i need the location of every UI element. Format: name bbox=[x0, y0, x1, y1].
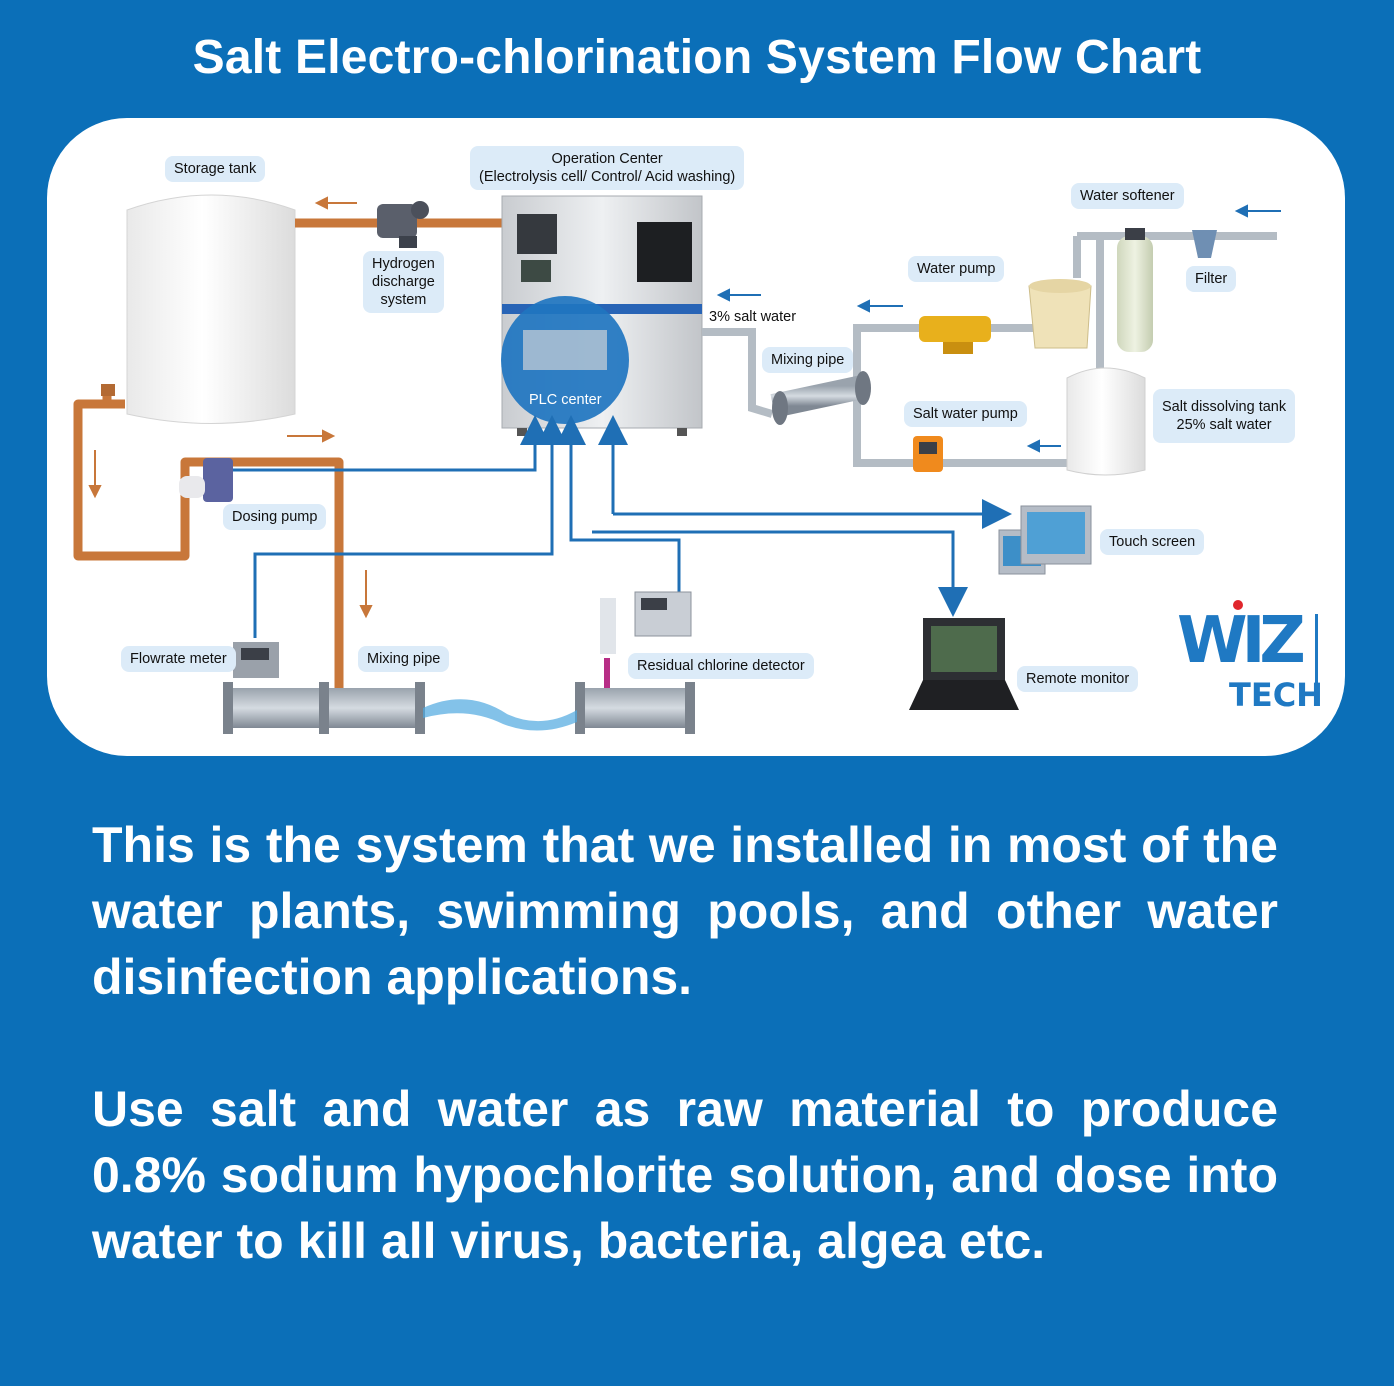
label-plc-center: PLC center bbox=[529, 392, 602, 408]
flowrate-meter-unit bbox=[233, 642, 279, 678]
label-storage-tank: Storage tank bbox=[165, 156, 266, 182]
logo-letters: WIZ bbox=[1177, 604, 1306, 678]
water-pump-unit bbox=[919, 316, 991, 354]
label-touch-screen: Touch screen bbox=[1100, 529, 1205, 555]
logo-red-dot bbox=[1233, 600, 1243, 610]
label-salt-tank-line1: Salt dissolving tank bbox=[1162, 399, 1287, 415]
label-hydrogen-line1: Hydrogen bbox=[372, 256, 435, 272]
label-hydrogen-line3: system bbox=[380, 292, 427, 308]
label-flowrate-meter: Flowrate meter bbox=[121, 646, 236, 672]
label-hydrogen-discharge: Hydrogen discharge system bbox=[363, 251, 444, 313]
dosing-pump-unit bbox=[179, 458, 233, 502]
hydrogen-discharge-unit bbox=[377, 201, 429, 248]
flow-chart-panel: Storage tank Operation Center (Electroly… bbox=[47, 118, 1345, 756]
water-splash bbox=[423, 699, 577, 731]
plc-center bbox=[501, 296, 629, 424]
brine-tank bbox=[1028, 279, 1092, 349]
label-dosing-pump: Dosing pump bbox=[223, 504, 327, 530]
signal-lines bbox=[233, 415, 1012, 638]
label-salt-dissolving-tank: Salt dissolving tank 25% salt water bbox=[1153, 389, 1296, 443]
label-operation-center: Operation Center (Electrolysis cell/ Con… bbox=[470, 146, 745, 190]
salt-dissolving-tank bbox=[1066, 367, 1146, 476]
label-water-softener: Water softener bbox=[1071, 183, 1184, 209]
salt-water-pump-unit bbox=[913, 436, 943, 472]
filter-unit bbox=[1192, 230, 1217, 258]
page-title: Salt Electro-chlorination System Flow Ch… bbox=[192, 31, 1202, 84]
flow-diagram bbox=[73, 194, 1281, 734]
residual-chlorine-detector-unit bbox=[600, 591, 692, 688]
label-mixing-pipe-bottom: Mixing pipe bbox=[358, 646, 450, 672]
label-operation-center-line1: Operation Center bbox=[551, 151, 663, 167]
flow-arrows-blue bbox=[716, 204, 1281, 453]
label-remote-monitor: Remote monitor bbox=[1017, 666, 1139, 692]
label-salt-tank-line2: 25% salt water bbox=[1176, 417, 1272, 433]
label-salt-water-pump: Salt water pump bbox=[904, 401, 1027, 427]
tap-valve bbox=[101, 384, 115, 396]
wiz-tech-logo: WIZ TECH bbox=[1177, 600, 1323, 716]
bottom-main-pipe bbox=[223, 682, 695, 734]
label-filter: Filter bbox=[1186, 266, 1237, 292]
flow-arrows-orange bbox=[88, 196, 373, 619]
label-operation-center-line2: (Electrolysis cell/ Control/ Acid washin… bbox=[479, 169, 736, 185]
description-paragraph-2: Use salt and water as raw material to pr… bbox=[92, 1081, 1278, 1269]
label-residual-chlorine-detector: Residual chlorine detector bbox=[628, 653, 814, 679]
label-hydrogen-line2: discharge bbox=[372, 274, 435, 290]
description-paragraph-1: This is the system that we installed in … bbox=[92, 817, 1278, 1005]
logo-bracket bbox=[1311, 614, 1318, 702]
label-water-pump: Water pump bbox=[908, 256, 1005, 282]
logo-sub: TECH bbox=[1229, 676, 1323, 714]
remote-monitor-unit bbox=[909, 618, 1019, 710]
label-3pct-salt-water: 3% salt water bbox=[709, 309, 797, 325]
label-mixing-pipe-top: Mixing pipe bbox=[762, 347, 854, 373]
water-softener-unit bbox=[1117, 228, 1153, 352]
mixing-pipe-top-unit bbox=[770, 371, 871, 425]
storage-tank bbox=[126, 194, 296, 424]
touch-screen-unit bbox=[998, 505, 1092, 575]
